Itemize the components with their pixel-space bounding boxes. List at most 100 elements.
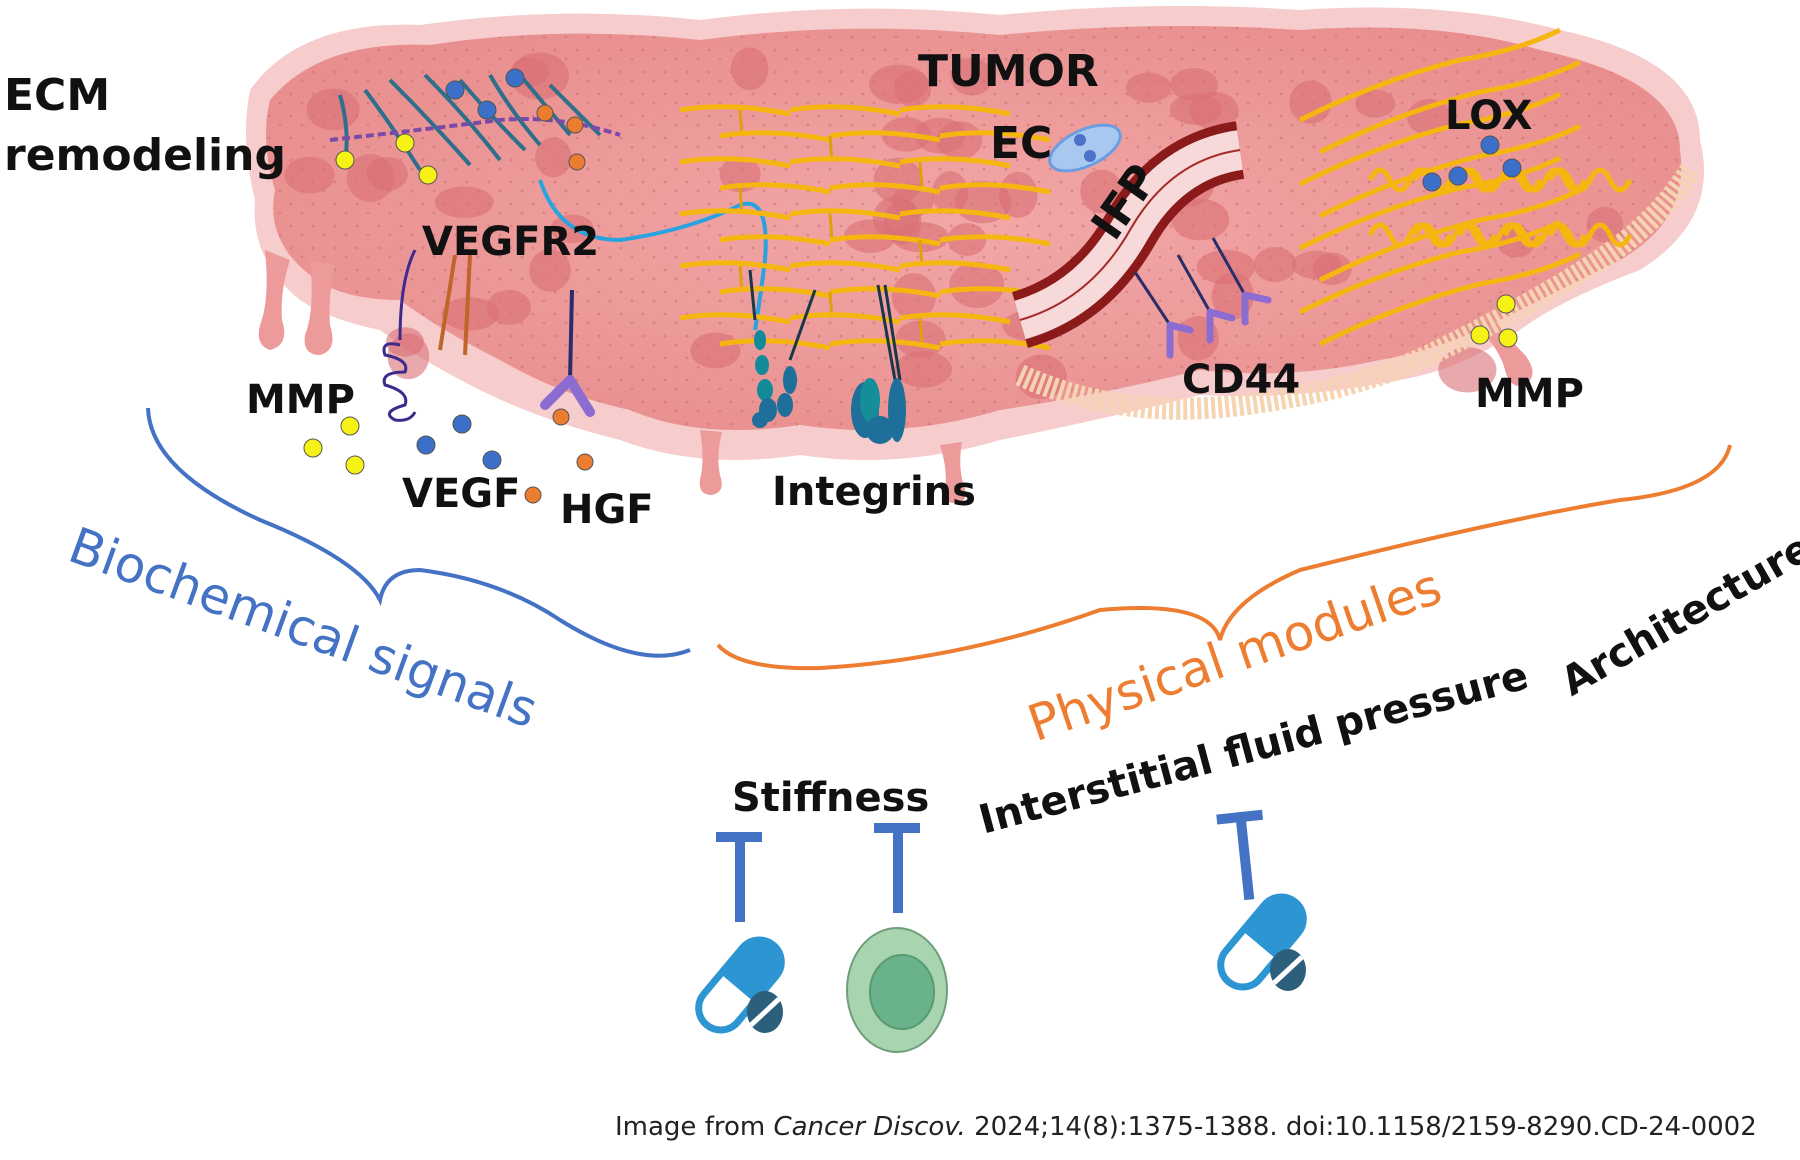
integrin-1: [748, 269, 817, 428]
hgf-receptor: [540, 289, 595, 417]
curly-fiber: [1457, 167, 1543, 193]
label-integrins: Integrins: [772, 469, 976, 515]
fibronectin-strand: [329, 117, 621, 142]
nucleus: [873, 157, 923, 204]
ecm-fibers: [338, 73, 602, 172]
vegf-molecule: [482, 450, 502, 470]
mmp-molecule: [303, 438, 323, 458]
nucleus: [385, 327, 424, 357]
vegf-molecule: [477, 100, 497, 120]
collagen-fiber: [1318, 251, 1582, 347]
collagen-fiber: [789, 208, 901, 221]
crosslink: [918, 317, 924, 345]
curly-fiber: [1502, 222, 1588, 248]
collagen-fiber: [789, 260, 901, 273]
collagen-fiber: [1298, 155, 1562, 251]
label-cd44: CD44: [1182, 357, 1301, 403]
nucleus: [284, 156, 335, 194]
citation-details: 2024;14(8):1375-1388. doi:10.1158/2159-8…: [965, 1112, 1757, 1142]
nucleus: [1125, 72, 1172, 103]
label-ecm: ECM: [4, 70, 111, 121]
nucleus: [535, 137, 572, 178]
endothelial-cell: [1048, 123, 1122, 173]
mmp-molecule: [1498, 328, 1518, 348]
collagen-fiber: [719, 234, 831, 247]
nucleus: [949, 261, 1005, 309]
collagen-fiber: [899, 104, 1011, 117]
mmp-molecule: [1496, 294, 1516, 314]
collagen-fiber: [1318, 187, 1582, 283]
mmp-molecule: [1470, 325, 1490, 345]
blood-vessel: [1011, 121, 1245, 348]
cell-therapy-icon: [846, 927, 948, 1053]
label-tumor: TUMOR: [918, 46, 1099, 97]
crosslink: [828, 213, 834, 241]
cd44-receptors: [1133, 237, 1247, 326]
collagen-fiber: [829, 130, 941, 143]
hgf-molecule: [568, 153, 586, 171]
drug-capsule-icon: [1217, 893, 1307, 991]
mmp-molecule: [335, 150, 355, 170]
basement-membrane: [1015, 164, 1700, 420]
collagen-fiber: [899, 156, 1011, 169]
tumor-tissue: [246, 6, 1704, 504]
hgf-molecule: [536, 104, 554, 122]
label-vegf: VEGF: [402, 471, 521, 517]
hgf-molecule: [552, 408, 570, 426]
collagen-fiber: [899, 260, 1011, 273]
image-citation: Image from Cancer Discov. 2024;14(8):137…: [615, 1112, 1757, 1142]
collagen-fiber: [1298, 219, 1562, 315]
collagen-fiber: [829, 182, 941, 195]
collagen-fiber: [719, 338, 831, 351]
nucleus: [434, 186, 494, 219]
soluble-factors: [303, 68, 1522, 504]
nucleus: [1080, 169, 1124, 214]
nucleus: [690, 332, 741, 369]
nucleus: [1291, 250, 1342, 280]
collagen-fiber: [789, 156, 901, 169]
nucleus: [1438, 347, 1497, 393]
collagen-fiber: [939, 234, 1051, 247]
mmp-protein: [382, 249, 417, 422]
nucleus: [529, 249, 571, 292]
mmp-molecule: [340, 416, 360, 436]
nucleus: [936, 121, 983, 160]
integrin-2: [851, 284, 906, 444]
label-hgf: HGF: [560, 487, 654, 533]
collagen-fiber: [719, 286, 831, 299]
inhibitor-bar-3: [1216, 809, 1264, 901]
brace-physical: [716, 444, 1732, 671]
collagen-fiber: [679, 156, 791, 169]
collagen-fiber: [719, 182, 831, 195]
hgf-molecule: [576, 453, 594, 471]
curly-fiber: [1367, 222, 1453, 248]
crosslink: [918, 161, 924, 189]
brace-biochemical: [146, 407, 691, 658]
nucleus: [306, 88, 360, 131]
crosslinked-collagen: [1298, 27, 1633, 347]
vegf-molecule: [416, 435, 436, 455]
vegf-molecule: [505, 68, 525, 88]
nucleus: [1289, 80, 1332, 124]
label-stiffness: Stiffness: [732, 775, 930, 821]
nucleus: [441, 297, 499, 331]
collagen-fiber: [1318, 59, 1582, 155]
collagen-fiber: [899, 312, 1011, 325]
collagen-fiber: [719, 130, 831, 143]
mmp-molecule: [345, 455, 365, 475]
collagen-fiber: [679, 312, 791, 325]
collagen-fiber: [939, 130, 1051, 143]
collagen-fiber: [679, 260, 791, 273]
collagen-fiber: [789, 312, 901, 325]
hgf-molecule: [524, 486, 542, 504]
mmp-molecule: [395, 133, 415, 153]
collagen-fiber: [679, 208, 791, 221]
citation-journal: Cancer Discov.: [773, 1112, 966, 1142]
vegf-molecule: [1480, 135, 1500, 155]
tablet-icon: [747, 991, 783, 1033]
vegf-molecule: [1502, 158, 1522, 178]
curly-fiber: [1412, 222, 1498, 248]
inhibitor-bar-1: [716, 832, 762, 922]
collagen-fiber: [899, 208, 1011, 221]
